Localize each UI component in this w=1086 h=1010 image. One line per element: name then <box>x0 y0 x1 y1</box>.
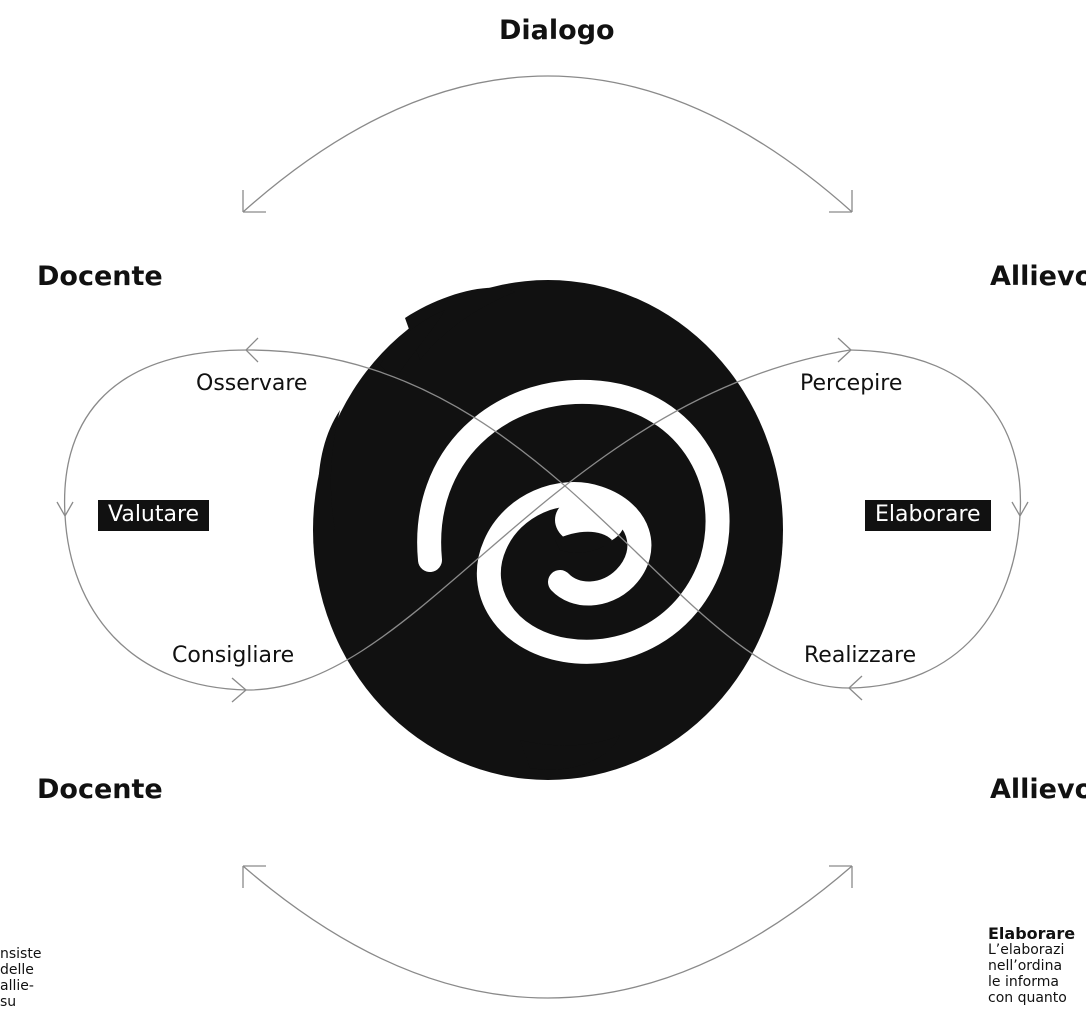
footer-left-line: allie- <box>0 978 34 994</box>
step-valutare: Valutare <box>98 500 210 531</box>
step-consigliare: Consigliare <box>172 643 295 668</box>
step-elaborare: Elaborare <box>865 500 991 531</box>
docente-label-bottom: Docente <box>37 774 163 805</box>
allievo-label-top: Allievo <box>990 261 1086 292</box>
footer-right-line: le informa <box>988 974 1059 990</box>
footer-right-line: nell’ordina <box>988 958 1063 974</box>
footer-right-heading: Elaborare <box>988 924 1076 943</box>
footer-left-line: nsiste <box>0 946 42 962</box>
footer-left-line: delle <box>0 962 34 978</box>
footer-right-line: con quanto <box>988 990 1067 1006</box>
footer-right-line: L’elaborazi <box>988 942 1065 958</box>
step-osservare: Osservare <box>196 371 308 396</box>
ink-spiral-graphic <box>313 280 783 780</box>
docente-label-top: Docente <box>37 261 163 292</box>
allievo-label-bottom: Allievo <box>990 774 1086 805</box>
dialogo-title: Dialogo <box>499 15 615 46</box>
footer-left-text: nsiste delle allie- su <box>0 946 41 1010</box>
footer-right-text: Elaborare L’elaborazi nell’ordina le inf… <box>988 924 1076 1007</box>
footer-left-line: su <box>0 994 17 1010</box>
dialogo-arrows <box>242 75 853 999</box>
step-percepire: Percepire <box>800 371 903 396</box>
loop-arrowheads <box>56 337 1029 703</box>
step-realizzare: Realizzare <box>804 643 917 668</box>
figure-eight-loop <box>63 349 1022 691</box>
